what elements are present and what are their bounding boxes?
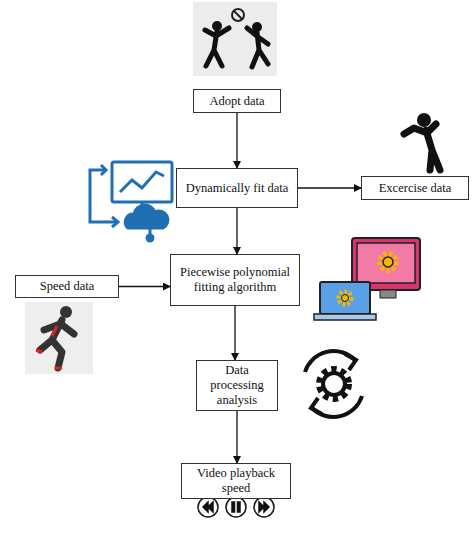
- arrow-connector: [236, 411, 237, 463]
- process-box: Excercise data: [361, 176, 469, 200]
- process-box: Adopt data: [193, 89, 281, 113]
- box-label: Dynamically fit data: [186, 181, 289, 196]
- arrow-connector: [234, 306, 235, 360]
- box-label: Data processing analysis: [201, 363, 273, 408]
- gear-cycle-icon: [305, 351, 362, 417]
- box-label: Excercise data: [379, 181, 452, 196]
- children-icon: [193, 2, 277, 76]
- box-label: Piecewise polynomial fitting algorithm: [175, 265, 295, 295]
- process-box: Video playback speed: [181, 463, 291, 499]
- computer-gears-icon: [314, 238, 420, 320]
- playback-buttons-icon: [198, 497, 274, 517]
- process-box: Speed data: [15, 275, 119, 298]
- arrow-connector: [119, 286, 170, 287]
- exercise-person-icon: [404, 113, 440, 170]
- arrow-connector: [236, 208, 237, 254]
- process-box: Dynamically fit data: [176, 168, 298, 208]
- process-box: Data processing analysis: [196, 360, 278, 411]
- box-label: Speed data: [40, 279, 95, 294]
- process-box: Piecewise polynomial fitting algorithm: [170, 254, 300, 306]
- runner-icon: [25, 302, 93, 374]
- box-label: Video playback speed: [186, 466, 286, 496]
- monitor-cloud-icon: [90, 162, 172, 241]
- arrow-connector: [236, 113, 237, 168]
- box-label: Adopt data: [209, 94, 264, 109]
- arrow-connector: [298, 187, 361, 188]
